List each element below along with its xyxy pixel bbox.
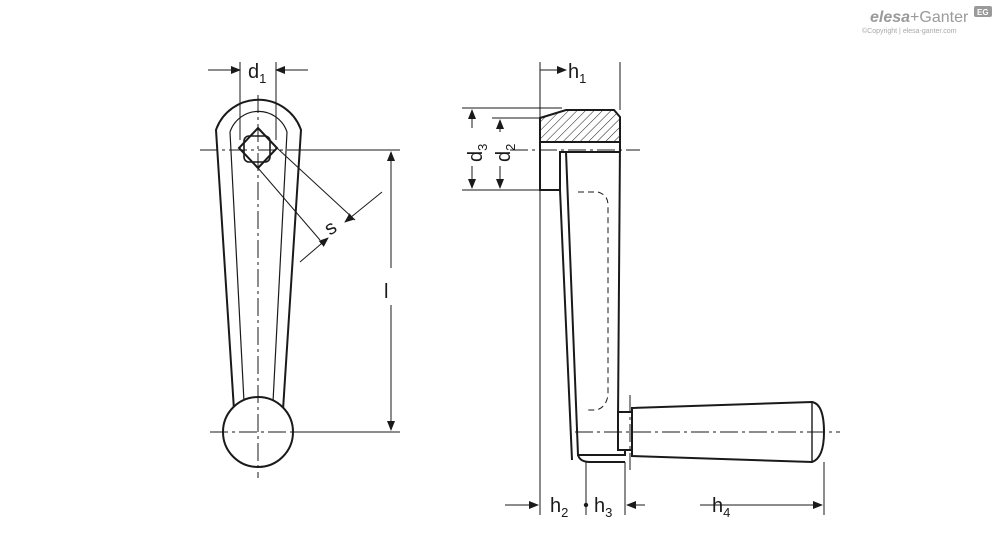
label-d3: d3	[465, 144, 490, 162]
svg-text:elesa+Ganter: elesa+Ganter	[870, 9, 969, 26]
dim-s-lines	[257, 147, 383, 263]
elesa-ganter-logo: elesa+Ganter EG ©Copyright | elesa-gante…	[862, 6, 992, 35]
label-s: s	[320, 216, 341, 240]
dim-l-lines	[294, 149, 400, 433]
square-hole-inner	[243, 135, 271, 163]
side-arm-front	[559, 189, 573, 461]
side-arm-foot	[577, 454, 625, 463]
dim-bottom-lines	[505, 190, 825, 515]
svg-text:©Copyright | elesa-ganter.com: ©Copyright | elesa-ganter.com	[862, 27, 957, 35]
side-view	[539, 109, 826, 464]
crank-arm-outline	[214, 98, 303, 411]
logo-badge	[974, 6, 992, 17]
svg-text:EG: EG	[977, 8, 989, 17]
label-h1: h1	[568, 61, 586, 86]
dim-d3-d2-lines	[462, 107, 562, 191]
side-view-centerlines	[510, 149, 840, 470]
label-h3: h3	[594, 495, 612, 520]
hub-bore	[539, 142, 620, 191]
label-d1: d1	[248, 61, 266, 86]
crank-arm-inner	[229, 110, 288, 403]
hub-section	[539, 109, 621, 143]
dim-h1-lines	[539, 62, 621, 118]
label-h2: h2	[550, 495, 568, 520]
dim-h2-h3-dot	[583, 502, 589, 508]
label-d2: d2	[493, 144, 518, 162]
label-h4: h4	[712, 495, 730, 520]
arm-recess-hidden	[578, 191, 609, 411]
dim-d1-lines	[208, 62, 308, 140]
label-l: l	[384, 281, 388, 303]
side-arm-outline	[565, 141, 626, 456]
